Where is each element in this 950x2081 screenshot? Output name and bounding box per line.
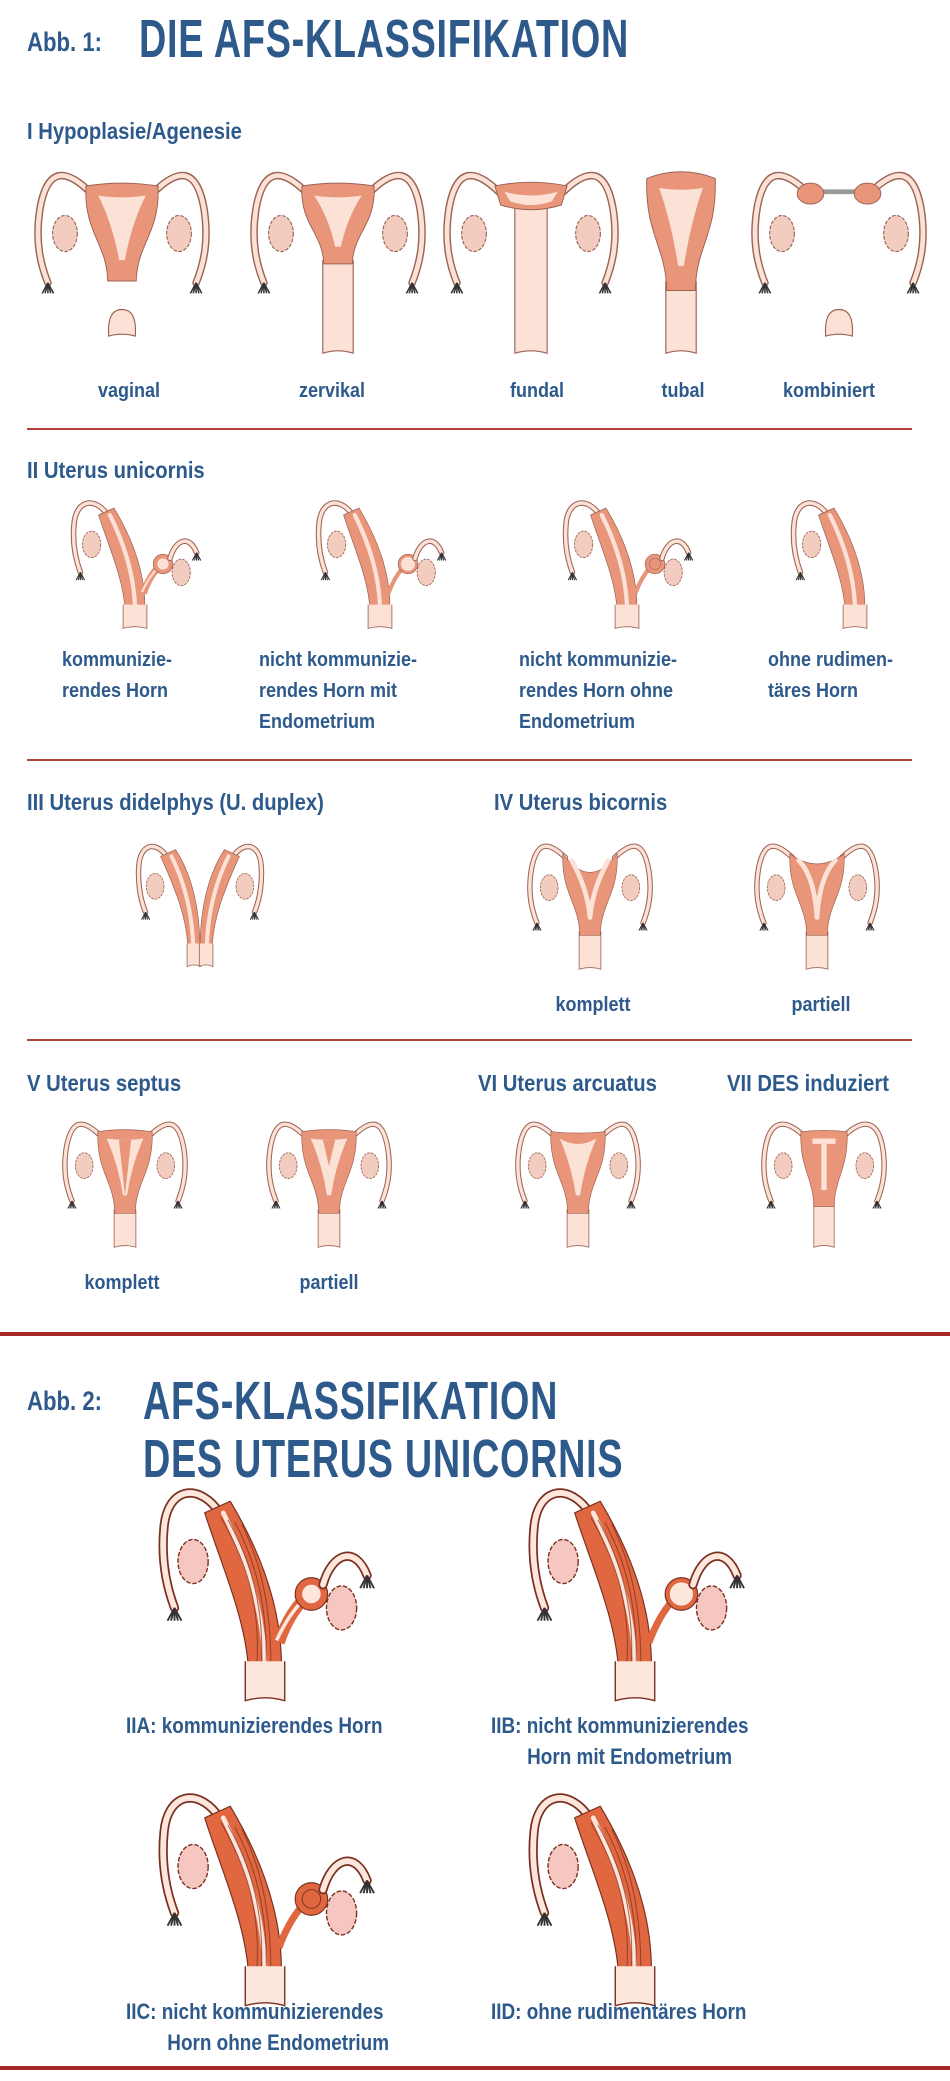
label-noncommunicating-without-endometrium: nicht kommunizie- rendes Horn ohne Endom… — [519, 645, 677, 738]
label-tubal: tubal — [661, 380, 705, 402]
uterus-illustration — [515, 1121, 641, 1248]
diagram-iia-communicating-horn — [95, 1478, 435, 1710]
diagram-arcuatus — [478, 1114, 678, 1250]
uterus-illustration — [528, 1488, 745, 1702]
uterus-illustration — [315, 500, 447, 629]
title-line: AFS-KLASSIFIKATION — [143, 1371, 559, 1431]
label-communicating-horn: kommunizie- rendes Horn — [62, 645, 172, 707]
diagram-unicornis-communicating — [40, 494, 230, 634]
diagram-tubal-agenesis — [586, 162, 776, 362]
uterus-illustration — [443, 171, 619, 354]
label-line: rendes Horn — [62, 680, 169, 702]
diagram-unicornis-noncommunicating-no-endometrium — [532, 494, 722, 634]
label-septus-partial: partiell — [299, 1272, 359, 1294]
section-heading-septus: V Uterus septus — [27, 1070, 182, 1096]
label-kombiniert: kombiniert — [782, 380, 876, 402]
diagram-vaginal-agenesis — [27, 162, 217, 362]
label-line: Endometrium — [259, 711, 376, 733]
diagram-bicornis-complete — [490, 836, 690, 972]
divider — [27, 428, 912, 430]
diagram-iic-noncommunicating-no-endometrium — [95, 1783, 435, 2015]
label-septus-complete: komplett — [84, 1272, 160, 1294]
uterus-illustration — [70, 500, 202, 629]
uterus-illustration — [250, 171, 426, 354]
section-heading-didelphys: III Uterus didelphys (U. duplex) — [27, 789, 324, 815]
label-zervikal: zervikal — [298, 380, 366, 402]
diagram-iid-no-rudimentary-horn — [465, 1783, 805, 2015]
caption-line: Horn ohne Endometrium — [167, 2030, 390, 2055]
caption-line: Horn mit Endometrium — [527, 1744, 733, 1769]
uterus-illustration — [790, 500, 868, 629]
figure-2-title: AFS-KLASSIFIKATION DES UTERUS UNICORNIS — [143, 1372, 623, 1488]
caption-line: IIC: nicht kommunizierendes — [126, 1999, 384, 2024]
diagram-unicornis-no-horn — [760, 494, 950, 634]
label-line: Endometrium — [519, 711, 636, 733]
caption-iid: IID: ohne rudimentäres Horn — [491, 1996, 746, 2027]
section-heading-bicornis: IV Uterus bicornis — [494, 789, 668, 815]
diagram-septus-partial — [228, 1114, 430, 1250]
caption-line: IIB: nicht kommunizierendes — [491, 1713, 749, 1738]
diagram-fundal-agenesis — [436, 162, 626, 362]
divider — [27, 1039, 912, 1041]
caption-line: IID: ohne rudimentäres Horn — [491, 1999, 747, 2024]
label-line: nicht kommunizie- — [519, 649, 678, 671]
label-no-rudimentary-horn: ohne rudimen- täres Horn — [768, 645, 893, 707]
section-divider — [0, 1332, 950, 1336]
section-heading-arcuatus: VI Uterus arcuatus — [478, 1070, 657, 1096]
caption-iic: IIC: nicht kommunizierendes Horn ohne En… — [126, 1996, 389, 2058]
diagram-unicornis-noncommunicating-endometrium — [285, 494, 475, 634]
uterus-illustration — [528, 1793, 656, 2007]
label-noncommunicating-with-endometrium: nicht kommunizie- rendes Horn mit Endome… — [259, 645, 417, 738]
figure-1-label: Abb. 1: — [27, 27, 103, 57]
diagram-bicornis-partial — [717, 836, 917, 972]
uterus-illustration — [527, 843, 653, 970]
title-line: DES UTERUS UNICORNIS — [143, 1429, 624, 1489]
label-bicornis-partial: partiell — [791, 994, 851, 1016]
section-heading-unicornis: II Uterus unicornis — [27, 457, 205, 483]
uterus-illustration — [34, 171, 210, 337]
uterus-illustration — [266, 1121, 392, 1248]
label-line: täres Horn — [768, 680, 859, 702]
diagram-des-induced — [725, 1114, 923, 1250]
label-bicornis-complete: komplett — [555, 994, 631, 1016]
diagram-combined-agenesis — [744, 162, 934, 362]
figure-1-title: DIE AFS-KLASSIFIKATION — [139, 9, 629, 69]
uterus-illustration — [135, 843, 265, 968]
uterus-illustration — [62, 1121, 188, 1248]
uterus-illustration — [754, 843, 880, 970]
uterus-illustration — [646, 171, 716, 354]
figure-2-label: Abb. 2: — [27, 1386, 103, 1416]
caption-line: IIA: kommunizierendes Horn — [126, 1713, 383, 1738]
caption-iia: IIA: kommunizierendes Horn — [126, 1710, 383, 1741]
label-line: nicht kommunizie- — [259, 649, 418, 671]
diagram-didelphys — [70, 836, 330, 972]
uterus-illustration — [562, 500, 694, 629]
uterus-illustration — [751, 171, 927, 337]
uterus-illustration — [158, 1793, 375, 2007]
label-fundal: fundal — [510, 380, 564, 402]
uterus-illustration — [158, 1488, 375, 1702]
section-heading-hypoplasia: I Hypoplasie/Agenesie — [27, 118, 242, 144]
uterus-illustration — [761, 1121, 887, 1248]
diagram-iib-noncommunicating-endometrium — [465, 1478, 805, 1710]
label-line: rendes Horn ohne — [519, 680, 674, 702]
caption-iib: IIB: nicht kommunizierendes Horn mit End… — [491, 1710, 749, 1772]
divider — [27, 759, 912, 761]
section-heading-des: VII DES induziert — [727, 1070, 889, 1096]
diagram-septus-complete — [24, 1114, 226, 1250]
diagram-cervical-agenesis — [243, 162, 433, 362]
label-line: ohne rudimen- — [768, 649, 894, 671]
label-line: kommunizie- — [62, 649, 173, 671]
label-vaginal: vaginal — [97, 380, 161, 402]
label-line: rendes Horn mit — [259, 680, 398, 702]
bottom-divider — [0, 2066, 950, 2070]
